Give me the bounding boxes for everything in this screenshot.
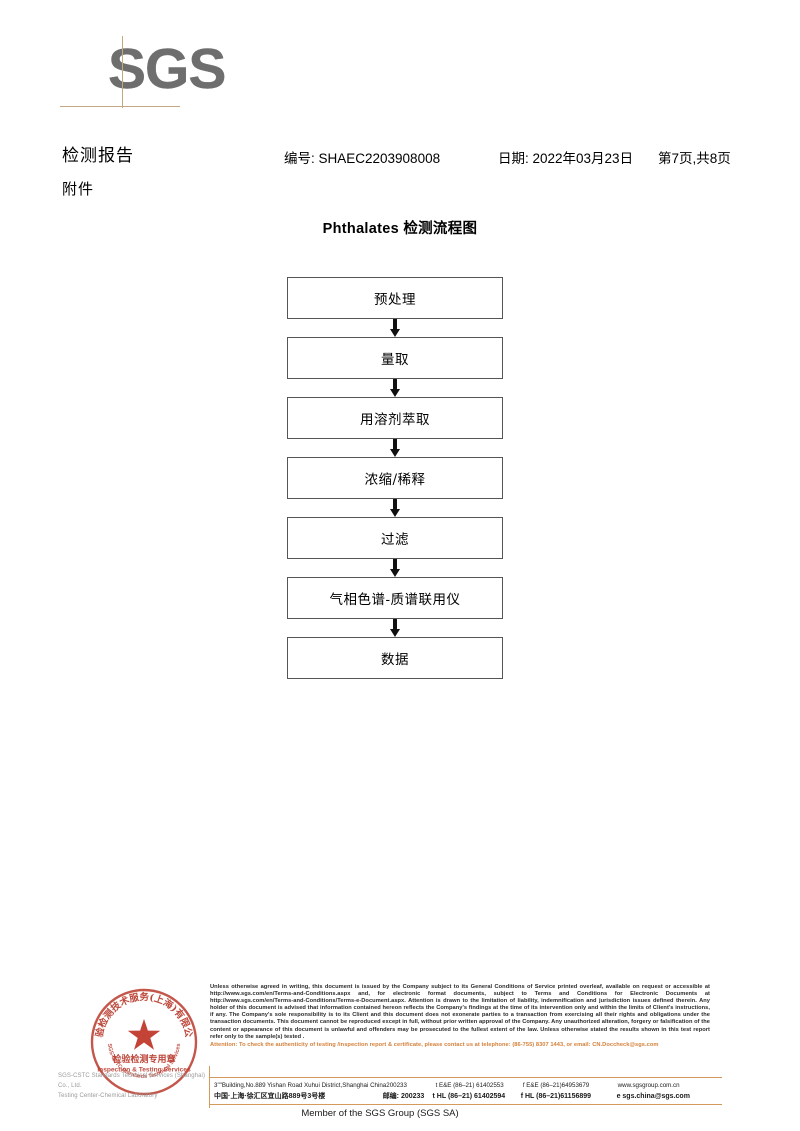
sgs-logo: SGS	[108, 38, 238, 110]
flow-arrow-6-7-icon	[287, 619, 503, 637]
flow-box-label: 预处理	[287, 277, 503, 319]
flow-box-label: 气相色谱-质谱联用仪	[287, 577, 503, 619]
flow-box-label: 浓缩/稀释	[287, 457, 503, 499]
flow-arrow-5-6-icon	[287, 559, 503, 577]
legal-text: Unless otherwise agreed in writing, this…	[210, 984, 710, 1040]
flow-arrow-3-4-icon	[287, 439, 503, 457]
flow-arrow-1-2-icon	[287, 319, 503, 337]
flow-box-label: 过滤	[287, 517, 503, 559]
company-seal-stamp: 检验检测技术服务(上海)有限公司 SGS-CSTC Standards Tech…	[88, 986, 200, 1098]
seal-company-line2: Testing Center-Chemical Laboratory	[58, 1093, 158, 1099]
report-number: 编号: SHAEC2203908008	[284, 151, 441, 166]
flow-box-label: 数据	[287, 637, 503, 679]
flow-step-4: 浓缩/稀释	[287, 457, 503, 499]
flow-arrow-2-3-icon	[287, 379, 503, 397]
flow-step-5: 过滤	[287, 517, 503, 559]
attention-notice: Attention: To check the authenticity of …	[210, 1041, 659, 1048]
website: www.sgsgroup.com.cn	[617, 1082, 680, 1089]
fax-hl: f HL (86–21)61156899	[520, 1093, 592, 1100]
flowchart: 预处理 量取 用溶剂萃取 浓缩/稀释 过滤 气相色谱-质谱联	[287, 277, 503, 679]
seal-icon: 检验检测技术服务(上海)有限公司 SGS-CSTC Standards Tech…	[88, 986, 198, 1096]
flowchart-title: Phthalates 检测流程图	[322, 221, 478, 237]
email: e sgs.china@sgs.com	[616, 1093, 690, 1100]
address-contact-block: 3""Building,No.889 Yishan Road Xuhui Dis…	[210, 1077, 722, 1105]
flow-step-2: 量取	[287, 337, 503, 379]
flow-step-3: 用溶剂萃取	[287, 397, 503, 439]
page-title: 检测报告	[62, 146, 134, 166]
flow-step-1: 预处理	[287, 277, 503, 319]
postcode-en: 200233	[386, 1082, 407, 1089]
flow-box-label: 用溶剂萃取	[287, 397, 503, 439]
address-row-cn: 中国·上海·徐汇区宜山路889号3号楼 邮编: 200233 t HL (86–…	[210, 1091, 722, 1102]
address-en: 3""Building,No.889 Yishan Road Xuhui Dis…	[214, 1082, 387, 1089]
seal-company-line1: SGS-CSTC Standards Technical Services (S…	[58, 1073, 206, 1089]
logo-horizontal-rule-icon	[60, 106, 180, 108]
address-cn: 中国·上海·徐汇区宜山路889号3号楼	[214, 1093, 326, 1100]
tel-hl: t HL (86–21) 61402594	[432, 1093, 506, 1100]
flow-step-7: 数据	[287, 637, 503, 679]
tel-ee: t E&E (86–21) 61402553	[435, 1082, 504, 1089]
address-row-en: 3""Building,No.889 Yishan Road Xuhui Dis…	[210, 1080, 722, 1091]
flow-step-6: 气相色谱-质谱联用仪	[287, 577, 503, 619]
footer-legal-block: Unless otherwise agreed in writing, this…	[210, 984, 710, 1049]
seal-company-name: SGS-CSTC Standards Technical Services (S…	[58, 1071, 218, 1101]
logo-vertical-rule-icon	[122, 36, 124, 108]
sgs-group-member-note: Member of the SGS Group (SGS SA)	[301, 1108, 459, 1119]
attachment-label: 附件	[62, 180, 95, 198]
sgs-logo-text: SGS	[108, 37, 227, 101]
address-divider	[209, 1066, 211, 1108]
page-indicator: 第7页,共8页	[658, 151, 731, 166]
flow-arrow-4-5-icon	[287, 499, 503, 517]
legal-disclaimer: Unless otherwise agreed in writing, this…	[210, 984, 710, 1049]
fax-ee: f E&E (86–21)64953679	[522, 1082, 590, 1089]
report-date: 日期: 2022年03月23日	[498, 151, 634, 166]
postcode-cn: 邮编: 200233	[382, 1093, 425, 1100]
flow-box-label: 量取	[287, 337, 503, 379]
svg-text:Inspection & Testing Services: Inspection & Testing Services	[97, 1067, 191, 1074]
svg-text:检验检测专用章: 检验检测专用章	[112, 1053, 175, 1065]
